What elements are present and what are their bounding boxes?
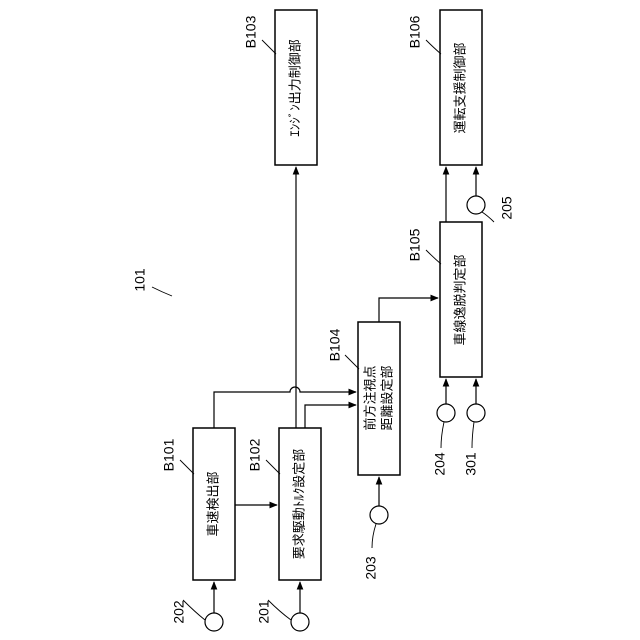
ref-b103: B103 xyxy=(243,15,259,48)
leader-b101 xyxy=(180,460,194,474)
block-b101-label: 車速検出部 xyxy=(207,471,222,536)
block-b104: 前方注視点 距離設定部 xyxy=(358,322,400,475)
ref-204: 204 xyxy=(432,452,448,476)
leader-101 xyxy=(152,287,172,296)
input-terminal-202 xyxy=(205,613,223,631)
ref-203: 203 xyxy=(363,556,379,580)
block-b101: 車速検出部 xyxy=(193,428,235,580)
block-b105: 車線逸脱判定部 xyxy=(440,222,482,377)
line-b104-to-b105 xyxy=(379,298,438,322)
ref-101: 101 xyxy=(132,268,148,292)
ref-202: 202 xyxy=(171,600,187,624)
input-terminal-201 xyxy=(291,613,309,631)
block-b105-label: 車線逸脱判定部 xyxy=(453,254,469,345)
block-b103: ｴﾝｼﾞﾝ出力制御部 xyxy=(275,10,317,165)
leader-301 xyxy=(472,422,474,448)
block-b102: 要求駆動ﾄﾙｸ設定部 xyxy=(279,428,321,580)
block-b103-label: ｴﾝｼﾞﾝ出力制御部 xyxy=(289,39,304,137)
ref-b101: B101 xyxy=(161,438,177,471)
leader-b104 xyxy=(345,355,359,369)
block-b104-label-line2: 距離設定部 xyxy=(380,365,396,430)
leader-203 xyxy=(372,524,376,548)
leader-b103 xyxy=(262,40,276,54)
input-terminal-205 xyxy=(467,196,485,214)
leader-204 xyxy=(441,422,444,448)
ref-201: 201 xyxy=(256,600,272,624)
ref-b104: B104 xyxy=(327,328,343,361)
ref-301: 301 xyxy=(463,452,479,476)
ref-b106: B106 xyxy=(407,15,423,48)
input-terminal-204 xyxy=(437,404,455,422)
input-terminal-203 xyxy=(370,506,388,524)
block-b104-label-line1: 前方注視点 xyxy=(363,365,379,430)
block-b106-label: 運転支援制御部 xyxy=(454,42,469,133)
leader-205 xyxy=(482,212,494,222)
ref-205: 205 xyxy=(499,196,515,220)
ref-b105: B105 xyxy=(407,228,423,261)
ref-b102: B102 xyxy=(247,438,263,471)
line-b102-to-b104 xyxy=(305,405,356,428)
leader-b106 xyxy=(426,40,441,54)
leader-b105 xyxy=(426,250,441,264)
block-b102-label: 要求駆動ﾄﾙｸ設定部 xyxy=(292,449,308,560)
block-b106: 運転支援制御部 xyxy=(440,10,482,165)
leader-b102 xyxy=(266,460,280,474)
line-b101-to-b104 xyxy=(214,387,356,428)
input-terminal-301 xyxy=(467,404,485,422)
